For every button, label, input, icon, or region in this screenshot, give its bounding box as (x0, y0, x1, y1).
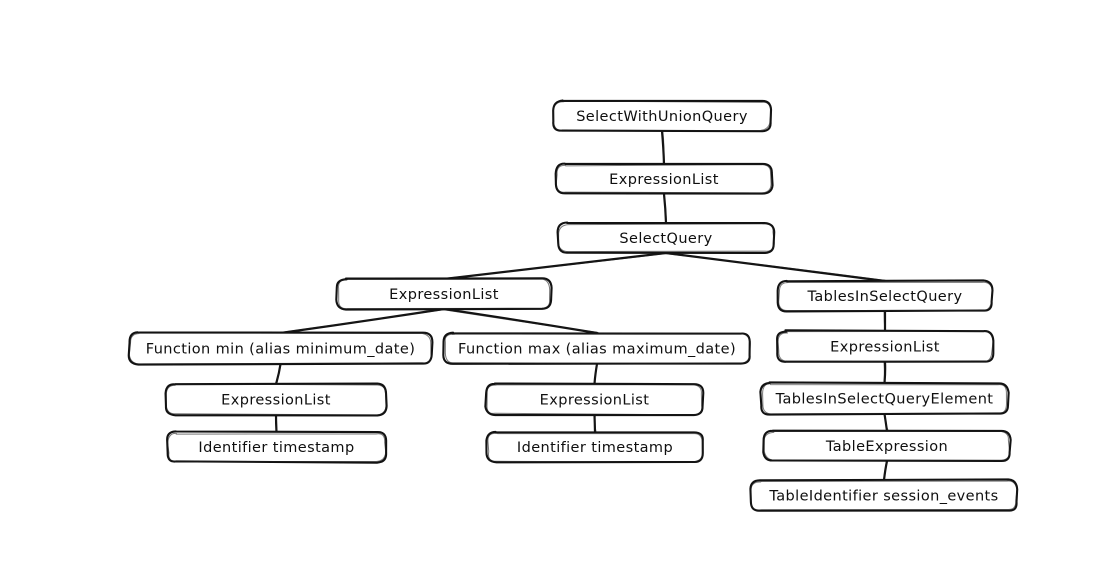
node-label: ExpressionList (540, 392, 650, 408)
nodes-layer: SelectWithUnionQueryExpressionListSelect… (127, 99, 1019, 512)
node-box (335, 277, 553, 311)
node-box (484, 382, 705, 417)
tree-edge (274, 413, 278, 434)
tree-node-expression-list-select[interactable]: ExpressionList (335, 277, 553, 311)
tree-edge (882, 459, 889, 482)
node-box (166, 430, 388, 464)
node-label: ExpressionList (221, 392, 331, 408)
node-box-sketch-stroke (444, 332, 751, 365)
tree-node-select-with-union-query[interactable]: SelectWithUnionQuery (552, 99, 773, 133)
tree-edge (274, 362, 282, 386)
tree-node-tables-in-select-query-element[interactable]: TablesInSelectQueryElement (759, 381, 1010, 416)
node-box-sketch-stroke (165, 383, 387, 416)
edges-layer (274, 129, 889, 482)
node-box (759, 381, 1010, 416)
tree-node-expression-list-root[interactable]: ExpressionList (554, 162, 774, 195)
tree-node-table-expression[interactable]: TableExpression (762, 429, 1012, 463)
tree-node-expression-list-min[interactable]: ExpressionList (164, 382, 388, 417)
node-label: TableExpression (825, 439, 948, 455)
node-box-sketch-stroke (338, 278, 551, 310)
node-label: Identifier timestamp (198, 440, 354, 456)
node-box-sketch-stroke (552, 100, 772, 132)
tree-edge (442, 307, 599, 335)
node-label: Function max (alias maximum_date) (458, 341, 736, 357)
tree-node-expression-list-tables[interactable]: ExpressionList (776, 329, 995, 363)
tree-node-expression-list-max[interactable]: ExpressionList (484, 382, 705, 417)
node-box-sketch-stroke (763, 430, 1011, 461)
node-box-sketch-stroke (777, 330, 994, 363)
tree-edge (883, 309, 887, 333)
tree-edge (660, 129, 666, 166)
node-box-sketch-stroke (487, 432, 703, 463)
tree-edge (593, 362, 599, 386)
node-label: TablesInSelectQueryElement (775, 391, 994, 407)
node-box-sketch-stroke (555, 164, 772, 194)
tree-edge (664, 251, 887, 283)
node-label: ExpressionList (830, 339, 940, 355)
tree-edge (883, 412, 889, 433)
node-label: Function min (alias minimum_date) (146, 341, 416, 357)
node-box-sketch-stroke (486, 384, 703, 416)
node-label: TableIdentifier session_events (768, 488, 998, 504)
node-label: Identifier timestamp (517, 440, 673, 456)
node-box-sketch-stroke (778, 281, 993, 312)
node-label: ExpressionList (609, 172, 719, 188)
tree-edge (279, 307, 446, 335)
node-box (556, 221, 776, 254)
node-box (127, 331, 434, 366)
tree-node-table-identifier-session-events[interactable]: TableIdentifier session_events (749, 478, 1019, 512)
tree-edge (662, 192, 668, 225)
tree-node-tables-in-select-query[interactable]: TablesInSelectQuery (776, 279, 994, 313)
tree-edge (442, 251, 668, 281)
tree-node-identifier-timestamp-max[interactable]: Identifier timestamp (485, 430, 704, 464)
node-label: SelectWithUnionQuery (576, 109, 748, 125)
tree-node-identifier-timestamp-min[interactable]: Identifier timestamp (166, 430, 388, 464)
tree-edge (593, 413, 597, 434)
node-box (554, 162, 774, 195)
node-box-sketch-stroke (558, 223, 775, 253)
tree-node-function-max[interactable]: Function max (alias maximum_date) (442, 331, 751, 365)
node-box-sketch-stroke (762, 383, 1007, 415)
node-box-sketch-stroke (167, 432, 387, 462)
node-label: SelectQuery (619, 231, 712, 247)
node-box (749, 478, 1019, 512)
node-label: TablesInSelectQuery (807, 289, 963, 305)
node-box-sketch-stroke (128, 332, 432, 365)
tree-node-function-min[interactable]: Function min (alias minimum_date) (127, 331, 434, 366)
tree-edge (883, 360, 887, 385)
tree-node-select-query[interactable]: SelectQuery (556, 221, 776, 254)
node-box-sketch-stroke (750, 480, 1018, 511)
node-label: ExpressionList (389, 287, 499, 303)
